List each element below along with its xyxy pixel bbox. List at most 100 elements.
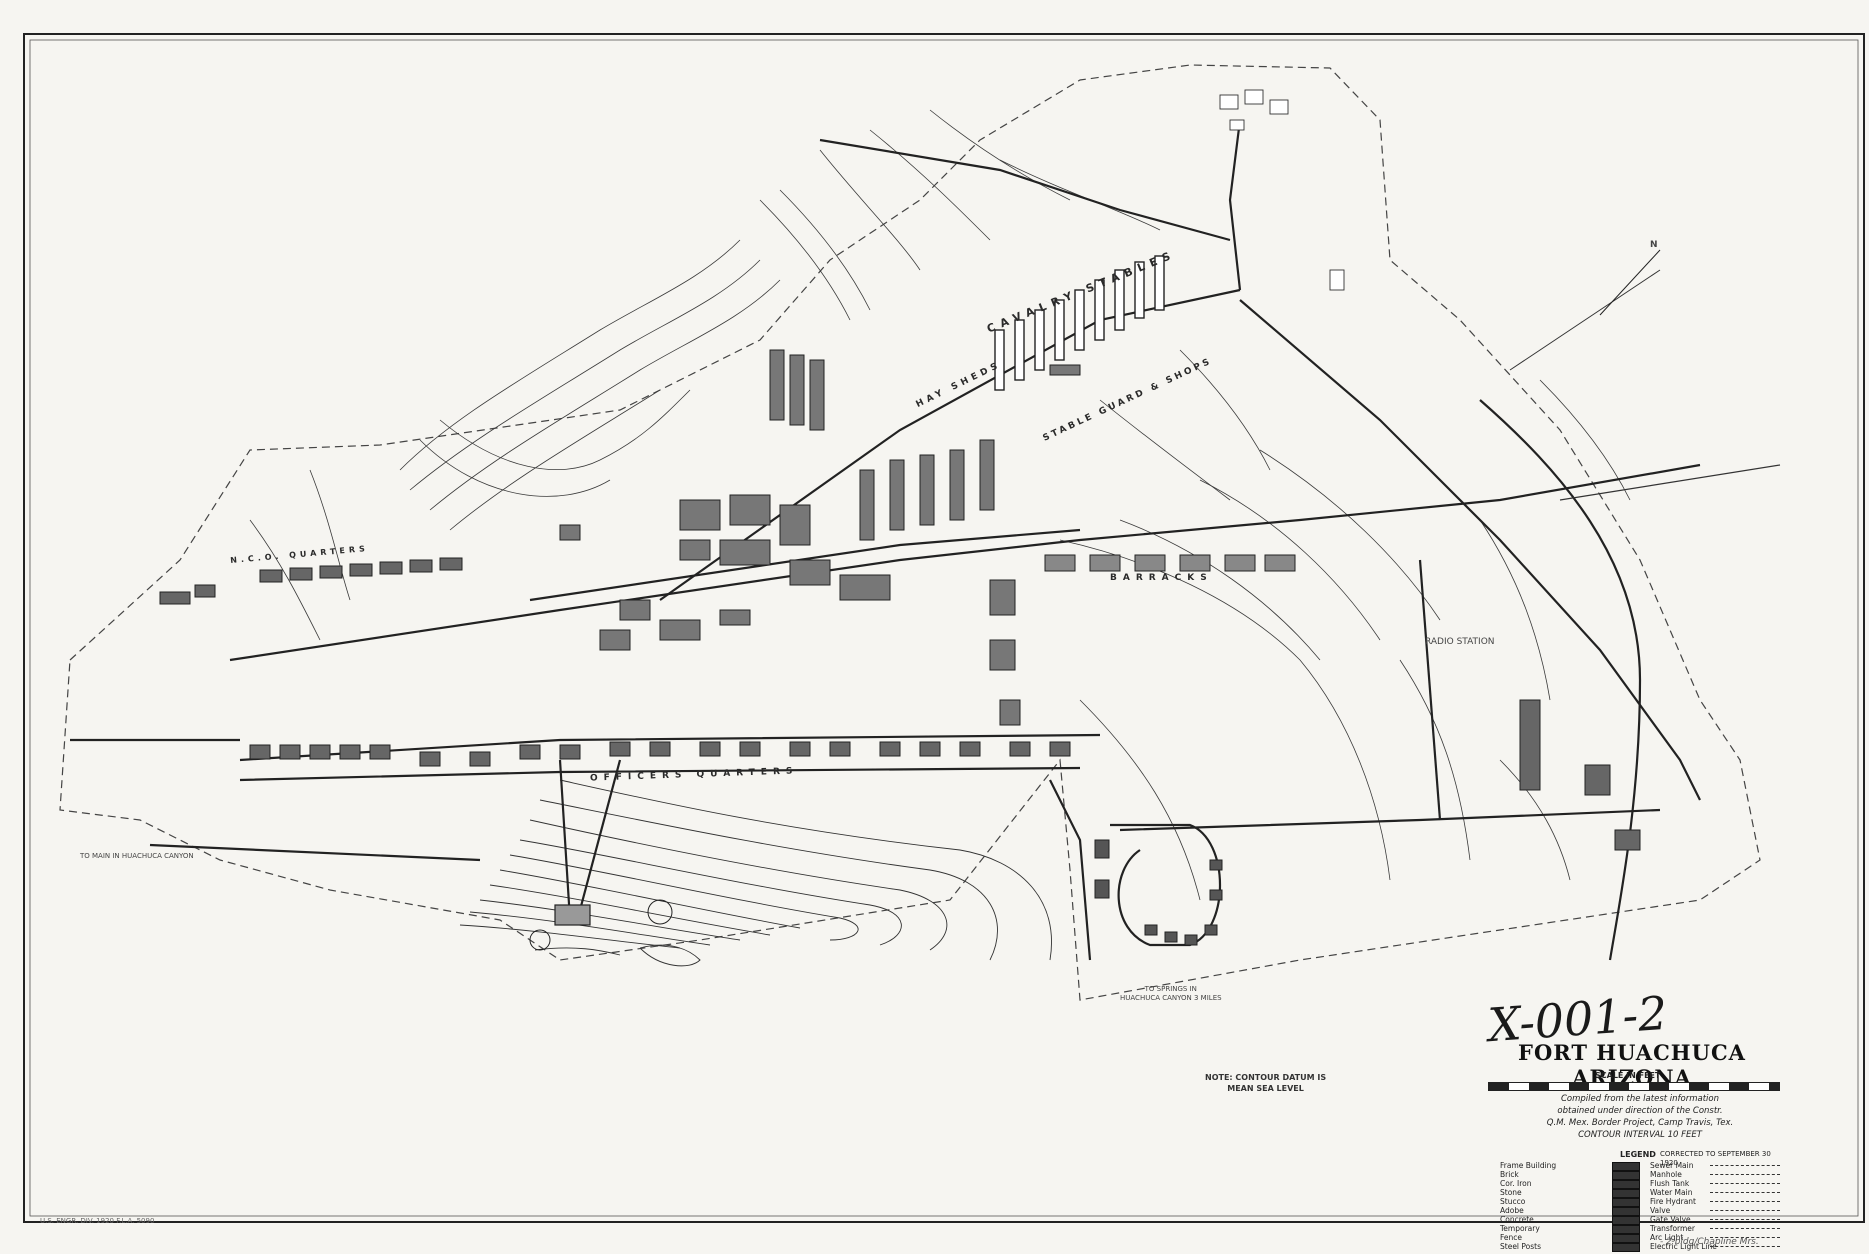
legend-row: Adobe: [1500, 1206, 1640, 1216]
roads: [70, 119, 1701, 961]
legend-item-label: Adobe: [1500, 1206, 1524, 1215]
legend-row: Brick: [1500, 1170, 1640, 1180]
legend-date: CORRECTED TO SEPTEMBER 30 1920: [1660, 1150, 1771, 1167]
legend-symbol: [1710, 1219, 1780, 1220]
legend-row: Concrete: [1500, 1215, 1640, 1225]
legend-row: Cor. Iron: [1500, 1179, 1640, 1189]
label-barracks: BARRACKS: [1110, 573, 1213, 583]
radio-road-north: [1418, 559, 1442, 821]
contour-note-line-2: MEAN SEA LEVEL: [1227, 1084, 1304, 1093]
nco-row-north: [159, 557, 463, 605]
legend-heading: LEGEND: [1620, 1150, 1656, 1159]
legend-symbol: [1710, 1246, 1780, 1247]
legend-item-label: Electric Light Line: [1650, 1242, 1717, 1251]
label-radio-station: RADIO STATION: [1425, 637, 1495, 647]
legend-item-label: Steel Posts: [1500, 1242, 1541, 1251]
main-road: [229, 463, 1701, 662]
legend-item-label: Flush Tank: [1650, 1179, 1690, 1188]
legend-building-types: Frame Building Brick Cor. Iron Stone Stu…: [1500, 1161, 1640, 1252]
inner-border: [29, 39, 1859, 1217]
legend-item-label: Valve: [1650, 1206, 1671, 1215]
legend-utilities: Sewer Main Manhole Flush Tank Water Main…: [1650, 1161, 1790, 1251]
legend-symbol: [1612, 1216, 1640, 1225]
legend-row: Flush Tank: [1650, 1179, 1790, 1188]
loop-road: [1110, 823, 1222, 947]
legend-row: Water Main: [1650, 1188, 1790, 1197]
compiled-note-line-4: CONTOUR INTERVAL 10 FEET: [1578, 1130, 1702, 1140]
road-to-canyon: [149, 843, 481, 862]
margin-note-left: U.S. ENGR. DIV. 1920 F.L.A. 5090: [40, 1217, 155, 1225]
northern-track: [819, 138, 1231, 242]
compiled-note-line-3: Q.M. Mex. Border Project, Camp Travis, T…: [1546, 1118, 1734, 1128]
legend-item-label: Transformer: [1650, 1224, 1696, 1233]
legend-symbol: [1710, 1174, 1780, 1175]
legend-symbol: [1710, 1210, 1780, 1211]
legend-row: Sewer Main: [1650, 1161, 1790, 1170]
radio-station: [1519, 699, 1641, 851]
legend-symbol: [1710, 1192, 1780, 1193]
legend-item-label: Stucco: [1500, 1197, 1526, 1206]
outer-border: [23, 33, 1865, 1223]
legend-symbol: [1710, 1201, 1780, 1202]
legend-symbol: [1612, 1171, 1640, 1180]
legend-symbol: [1710, 1237, 1780, 1238]
legend-row: Frame Building: [1500, 1161, 1640, 1171]
legend-row: Stone: [1500, 1188, 1640, 1198]
scale-label: SCALE IN FEET: [1595, 1071, 1661, 1080]
power-line-e: [1559, 464, 1781, 501]
loop-buildings: [1094, 839, 1223, 946]
springs-note-line-2: HUACHUCA CANYON 3 MILES: [1120, 994, 1222, 1002]
contour-note-line-1: NOTE: CONTOUR DATUM IS: [1205, 1073, 1327, 1082]
barracks-buildings: [1044, 554, 1296, 572]
legend-row: Transformer: [1650, 1224, 1790, 1233]
contour-note: NOTE: CONTOUR DATUM IS MEAN SEA LEVEL: [1205, 1072, 1326, 1094]
north-arrow: [1599, 249, 1661, 316]
legend-symbol: [1612, 1243, 1640, 1252]
label-springs-note: TO SPRINGS IN HUACHUCA CANYON 3 MILES: [1120, 985, 1222, 1003]
pipeline-diag: [578, 759, 622, 911]
springs-note-line-1: TO SPRINGS IN: [1144, 985, 1197, 993]
legend-item-label: Fence: [1500, 1233, 1523, 1242]
legend-item-label: Water Main: [1650, 1188, 1693, 1197]
reservoir-small: [529, 929, 551, 951]
tank: [647, 899, 673, 925]
legend-symbol: [1612, 1225, 1640, 1234]
reservation-boundary: [59, 64, 1761, 1001]
legend-item-label: Cor. Iron: [1500, 1179, 1532, 1188]
label-to-canyon: TO MAIN IN HUACHUCA CANYON: [80, 852, 194, 860]
margin-note-right: - 2 bldg/Chapline Mrs.: [1660, 1237, 1759, 1247]
legend-row: Steel Posts: [1500, 1242, 1640, 1252]
contour-lines-north: [249, 109, 1271, 641]
compiled-note-line-1: Compiled from the latest information: [1561, 1094, 1719, 1104]
legend-item-label: Arc Light: [1650, 1233, 1684, 1242]
officers-row-buildings: [249, 741, 1071, 767]
legend-row: Gate Valve: [1650, 1215, 1790, 1224]
power-line-ne: [1509, 269, 1661, 371]
legend-symbol: [1612, 1162, 1640, 1171]
cantonment-buildings: [559, 349, 1081, 726]
legend-item-label: Sewer Main: [1650, 1161, 1694, 1170]
legend-row: Temporary: [1500, 1224, 1640, 1234]
legend: LEGEND CORRECTED TO SEPTEMBER 30 1920 Fr…: [1500, 1150, 1790, 1252]
legend-row: Arc Light: [1650, 1233, 1790, 1242]
legend-item-label: Fire Hydrant: [1650, 1197, 1696, 1206]
legend-item-label: Stone: [1500, 1188, 1522, 1197]
main-road-upper: [529, 528, 1081, 602]
cavalry-stables: [994, 255, 1165, 391]
scale-bar: [1488, 1082, 1780, 1091]
contour-lines-south: [459, 779, 1052, 967]
reservoir: [554, 904, 591, 926]
road-to-springs: [1049, 779, 1092, 961]
legend-item-label: Temporary: [1500, 1224, 1540, 1233]
legend-symbol: [1612, 1198, 1640, 1207]
legend-symbol: [1612, 1180, 1640, 1189]
legend-item-label: Manhole: [1650, 1170, 1682, 1179]
legend-row: Fence: [1500, 1233, 1640, 1243]
railroad-curve: [1479, 399, 1642, 961]
legend-symbol: [1612, 1207, 1640, 1216]
legend-item-label: Frame Building: [1500, 1161, 1557, 1170]
compiled-note-line-2: obtained under direction of the Constr.: [1557, 1106, 1723, 1116]
southern-road: [1119, 808, 1661, 832]
